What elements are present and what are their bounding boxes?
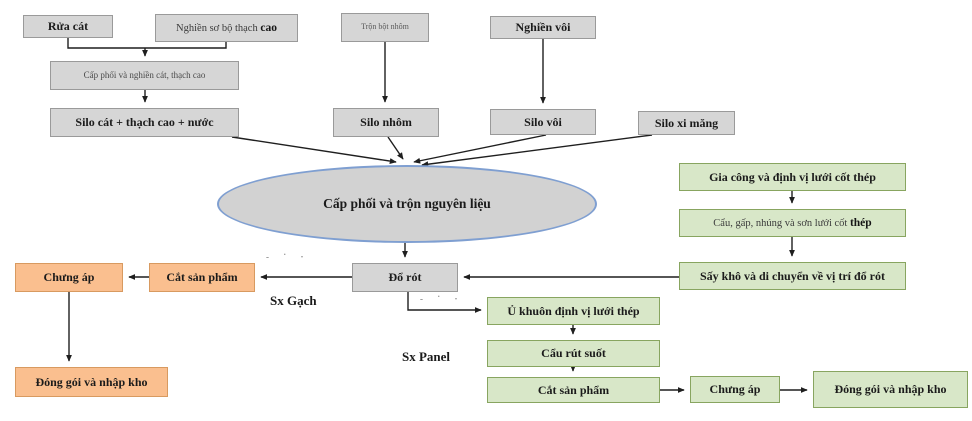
node-label: Silo nhôm xyxy=(360,115,412,130)
node-label: Chưng áp xyxy=(709,382,761,397)
node-tron-bot-nhom: Trộn bột nhôm xyxy=(341,13,429,42)
node-label: Ủ khuôn định vị lưới thép xyxy=(507,303,640,318)
node-nghien-voi: Nghiền vôi xyxy=(490,16,596,39)
node-cau-gap-nhung-son-luoi-cot-thep: Cẩu, gấp, nhúng và sơn lưới cốt thép xyxy=(679,209,906,237)
node-dong-goi-nhap-kho-gach: Đóng gói và nhập kho xyxy=(15,367,168,397)
node-label: Nghiền sơ bộ thạch cao xyxy=(176,22,277,34)
node-do-rot: Đổ rót xyxy=(352,263,458,292)
node-label: Silo xi măng xyxy=(654,115,719,130)
label-bold: thép xyxy=(849,216,872,229)
node-nghien-so-bo-thach-cao: Nghiền sơ bộ thạch cao xyxy=(155,14,298,42)
node-cat-san-pham-gach: Cắt sản phẩm xyxy=(149,263,255,292)
node-silo-xi-mang: Silo xi măng xyxy=(638,111,735,135)
node-label: Chưng áp xyxy=(43,270,95,285)
node-silo-voi: Silo vôi xyxy=(490,109,596,135)
node-cap-phoi-va-nghien: Cấp phối và nghiền cát, thạch cao xyxy=(50,61,239,90)
arrow-silo-cat-to-ellipse xyxy=(231,136,397,165)
node-chung-ap-panel: Chưng áp xyxy=(690,376,780,403)
arrow-silo-nhom-to-ellipse xyxy=(387,136,404,160)
node-label: Cắt sản phẩm xyxy=(166,270,238,285)
node-label: Đóng gói và nhập kho xyxy=(834,382,947,397)
node-silo-nhom: Silo nhôm xyxy=(333,108,439,137)
node-label: Cẩu rút suốt xyxy=(541,346,606,361)
faded-text-artifact: - ˙ · xyxy=(266,252,310,262)
arrow-silo-voi-to-ellipse xyxy=(413,134,547,164)
node-label: Đổ rót xyxy=(388,270,422,285)
node-cat-san-pham-panel: Cắt sản phẩm xyxy=(487,377,660,403)
node-chung-ap-gach: Chưng áp xyxy=(15,263,123,292)
node-label: Trộn bột nhôm xyxy=(361,22,409,32)
label-prefix: Cẩu, gấp, nhúng và sơn lưới cốt xyxy=(713,217,850,229)
label-bold: cao xyxy=(260,21,277,34)
node-cau-rut-suot: Cẩu rút suốt xyxy=(487,340,660,367)
node-label: Silo cát + thạch cao + nước xyxy=(75,115,214,130)
node-u-khuon-dinh-vi-luoi-thep: Ủ khuôn định vị lưới thép xyxy=(487,297,660,325)
node-rua-cat: Rửa cát xyxy=(23,15,113,38)
node-dong-goi-nhap-kho-panel: Đóng gói và nhập kho xyxy=(813,371,968,408)
node-label: Cấp phối và trộn nguyên liệu xyxy=(323,196,491,211)
node-label: Đóng gói và nhập kho xyxy=(35,374,148,389)
branch-label-sx-panel: Sx Panel xyxy=(402,349,451,364)
node-label: Nghiền vôi xyxy=(515,20,571,35)
node-gia-cong-dinh-vi-luoi-cot-thep: Gia công và định vị lưới cốt thép xyxy=(679,163,906,191)
node-label: Gia công và định vị lưới cốt thép xyxy=(709,169,876,184)
faded-text-artifact: - ˙ · xyxy=(420,294,464,304)
node-label: Rửa cát xyxy=(47,19,89,34)
node-cap-phoi-tron-nguyen-lieu: Cấp phối và trộn nguyên liệu xyxy=(217,165,597,243)
node-say-kho-di-chuyen: Sấy khô và di chuyển về vị trí đổ rót xyxy=(679,262,906,290)
node-silo-cat-thach-cao-nuoc: Silo cát + thạch cao + nước xyxy=(50,108,239,137)
node-label: Cấp phối và nghiền cát, thạch cao xyxy=(83,69,206,80)
branch-label-sx-gach: Sx Gạch xyxy=(270,293,317,308)
node-label: Cắt sản phẩm xyxy=(537,382,610,397)
node-label: Cẩu, gấp, nhúng và sơn lưới cốt thép xyxy=(713,217,871,229)
node-label: Sấy khô và di chuyển về vị trí đổ rót xyxy=(699,268,885,283)
node-label: Silo vôi xyxy=(524,114,562,129)
arrow-silo-xi-mang-to-ellipse xyxy=(421,134,653,168)
label-prefix: Nghiền sơ bộ thạch xyxy=(176,22,261,34)
